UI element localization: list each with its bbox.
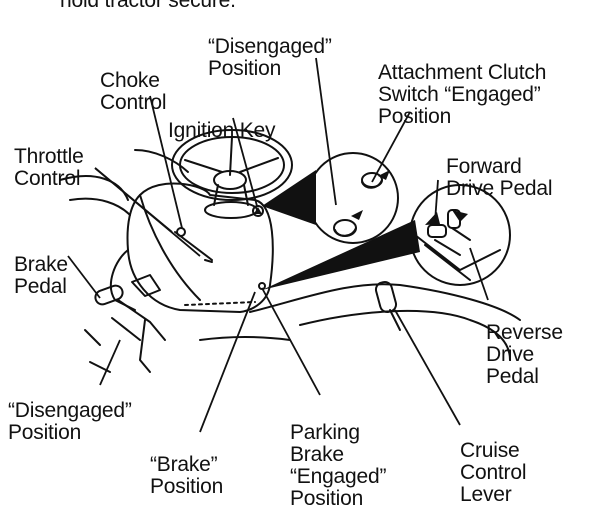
tractor-controls-diagram: hold tractor secure. “Disengaged”Positio… bbox=[0, 0, 608, 512]
label-ignition-key: Ignition Key bbox=[168, 98, 275, 164]
label-brake-position: “Brake”Position bbox=[150, 432, 223, 520]
header-fragment: hold tractor secure. bbox=[60, 0, 236, 12]
label-disengaged-top: “Disengaged”Position bbox=[208, 14, 332, 102]
clutch-switch-inset bbox=[308, 153, 398, 243]
dash-body bbox=[128, 183, 273, 312]
label-disengaged-left: “Disengaged”Position bbox=[8, 378, 132, 466]
